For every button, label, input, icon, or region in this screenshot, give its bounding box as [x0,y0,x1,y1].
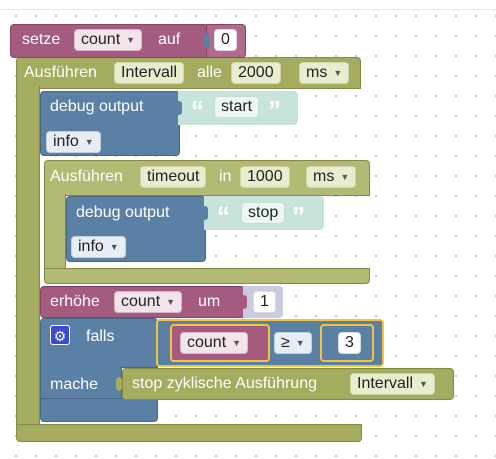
timeout-in-label: in [219,168,232,185]
condition-right-input[interactable]: 3 [338,332,361,354]
stop-interval-label: stop zyklische Ausführung [132,375,317,392]
increment-label: erhöhe [50,293,100,310]
condition-operator-dropdown[interactable]: ≥▼ [274,332,312,354]
interval-unit-value: ms [306,64,328,81]
timeout-label: Ausführen [50,168,123,185]
set-variable-name: count [81,31,121,48]
set-to-label: auf [158,31,181,48]
dropdown-arrow-icon: ▼ [84,137,94,147]
set-variable-dropdown[interactable]: count ▼ [74,29,143,51]
stop-interval-handle-dropdown[interactable]: Intervall ▼ [350,373,435,395]
increment-value-input[interactable]: 1 [253,291,276,313]
debug-stop-level-dropdown[interactable]: info ▼ [71,236,126,258]
gear-icon[interactable]: ⚙ [50,325,70,345]
condition-operator: ≥ [281,334,290,351]
debug-stop-level: info [78,238,104,255]
close-quote-icon: ” [268,95,281,125]
dropdown-arrow-icon: ▼ [333,68,343,78]
do-label: mache [50,376,99,393]
debug-start-text-input[interactable]: start [214,96,260,118]
debug-stop-text-input[interactable]: stop [241,202,286,224]
condition-left-variable-dropdown[interactable]: count ▼ [180,332,249,354]
interval-handle-field[interactable]: Intervall [114,62,185,84]
workspace-top-edge [0,0,496,10]
interval-label: Ausführen [24,64,97,81]
debug-start-level: info [53,133,79,150]
interval-unit-dropdown[interactable]: ms ▼ [299,62,350,84]
condition-left-variable: count [187,334,227,351]
increment-variable-name: count [121,293,161,310]
interval-ms-input[interactable]: 2000 [231,62,281,84]
timeout-unit-dropdown[interactable]: ms ▼ [306,166,357,188]
increment-by-label: um [198,293,221,310]
dropdown-arrow-icon: ▼ [295,338,305,348]
dropdown-arrow-icon: ▼ [419,379,428,389]
dropdown-arrow-icon: ▼ [126,35,136,45]
increment-variable-dropdown[interactable]: count ▼ [114,291,183,313]
debug-start-label: debug output [50,98,144,115]
timeout-ms-input[interactable]: 1000 [240,166,290,188]
open-quote-icon: “ [217,201,230,231]
timeout-handle-field[interactable]: timeout [140,166,207,188]
dropdown-arrow-icon: ▼ [166,297,176,307]
stop-interval-handle: Intervall [357,375,414,392]
dropdown-arrow-icon: ▼ [109,242,119,252]
set-value-input[interactable]: 0 [214,29,237,51]
debug-start-level-dropdown[interactable]: info ▼ [46,131,101,153]
if-label: falls [86,328,115,345]
timeout-unit-value: ms [313,168,335,185]
interval-every-label: alle [197,64,222,81]
open-quote-icon: “ [191,95,204,125]
set-label: setze [22,31,61,48]
dropdown-arrow-icon: ▼ [232,338,242,348]
debug-stop-label: debug output [76,204,170,221]
close-quote-icon: ” [292,201,305,231]
dropdown-arrow-icon: ▼ [340,172,350,182]
